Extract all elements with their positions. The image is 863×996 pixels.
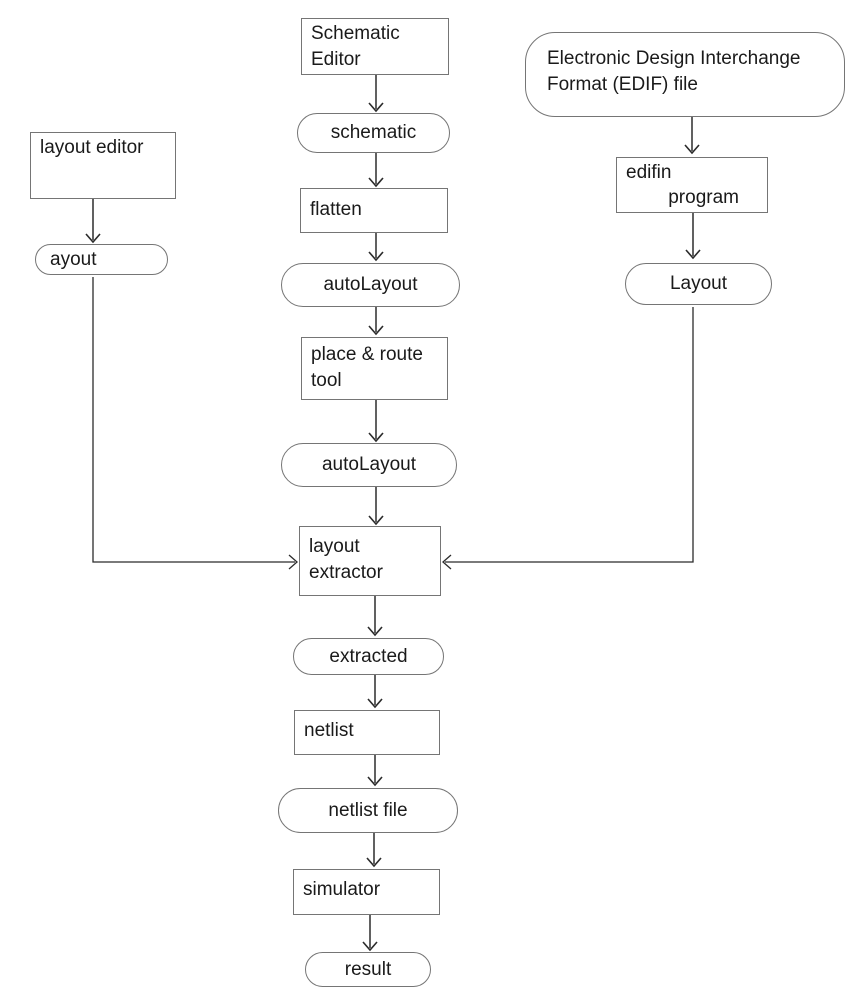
node-result: result bbox=[305, 952, 431, 987]
arrowhead-icon bbox=[362, 941, 378, 952]
connector-layout-right-to-extractor bbox=[445, 307, 694, 563]
node-layout-extractor: layout extractor bbox=[299, 526, 441, 596]
arrowhead-icon bbox=[368, 251, 384, 262]
node-edif-file: Electronic Design Interchange Format (ED… bbox=[525, 32, 845, 117]
node-simulator: simulator bbox=[293, 869, 440, 915]
node-layout-file-left: ayout bbox=[35, 244, 168, 275]
node-schematic-editor: Schematic Editor bbox=[301, 18, 449, 75]
arrowhead-icon bbox=[685, 249, 701, 260]
arrowhead-icon bbox=[368, 515, 384, 526]
arrowhead-icon bbox=[684, 144, 700, 155]
arrowhead-icon bbox=[367, 698, 383, 709]
arrowhead-icon bbox=[368, 177, 384, 188]
arrowhead-icon bbox=[368, 432, 384, 443]
node-netlist: netlist bbox=[294, 710, 440, 755]
node-layout-editor: layout editor bbox=[30, 132, 176, 199]
arrowhead-icon bbox=[366, 857, 382, 868]
arrowhead-icon bbox=[442, 554, 452, 570]
node-place-route-tool: place & route tool bbox=[301, 337, 448, 400]
node-edifin-program: edifin program bbox=[616, 157, 768, 213]
arrowhead-icon bbox=[288, 554, 298, 570]
arrowhead-icon bbox=[367, 626, 383, 637]
arrowhead-icon bbox=[368, 102, 384, 113]
node-layout-right: Layout bbox=[625, 263, 772, 305]
node-autolayout-2: autoLayout bbox=[281, 443, 457, 487]
arrowhead-icon bbox=[368, 325, 384, 336]
node-netlist-file: netlist file bbox=[278, 788, 458, 833]
node-autolayout-1: autoLayout bbox=[281, 263, 460, 307]
arrowhead-icon bbox=[367, 776, 383, 787]
connector-layout-to-extractor bbox=[92, 277, 295, 563]
node-flatten: flatten bbox=[300, 188, 448, 233]
node-extracted: extracted bbox=[293, 638, 444, 675]
node-schematic: schematic bbox=[297, 113, 450, 153]
arrowhead-icon bbox=[85, 233, 101, 244]
